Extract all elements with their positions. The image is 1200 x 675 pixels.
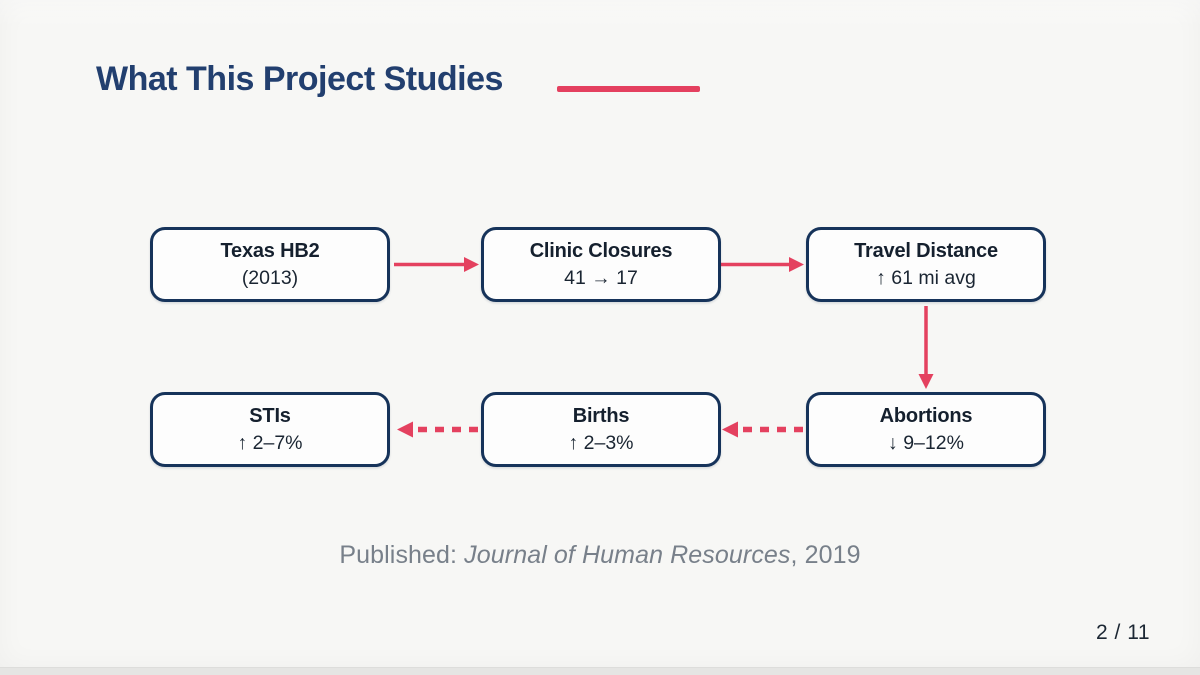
- node-births: Births ↑ 2–3%: [481, 392, 721, 467]
- node-texas-hb2: Texas HB2 (2013): [150, 227, 390, 302]
- publication-note: Published: Journal of Human Resources, 2…: [0, 541, 1200, 570]
- journal-name: Journal of Human Resources: [464, 541, 791, 569]
- title-accent-rule: [557, 86, 700, 92]
- node-title: Births: [572, 404, 630, 427]
- node-title: Texas HB2: [220, 239, 320, 262]
- node-subtitle: (2013): [241, 266, 299, 289]
- slide-bottom-edge: [0, 667, 1200, 675]
- node-clinic-closures: Clinic Closures 41 → 17: [481, 227, 721, 302]
- publication-prefix: Published:: [339, 541, 465, 569]
- node-subtitle: ↑ 2–3%: [568, 431, 634, 454]
- page-indicator: 2 / 11: [1096, 621, 1150, 644]
- node-title: Clinic Closures: [529, 239, 673, 262]
- node-title: Abortions: [879, 404, 973, 427]
- node-subtitle: 41 → 17: [564, 266, 638, 289]
- node-abortions: Abortions ↓ 9–12%: [806, 392, 1046, 467]
- publication-suffix: , 2019: [790, 541, 861, 569]
- node-travel-distance: Travel Distance ↑ 61 mi avg: [806, 227, 1046, 302]
- node-subtitle: ↑ 61 mi avg: [876, 266, 976, 289]
- node-subtitle: ↑ 2–7%: [237, 431, 303, 454]
- node-title: STIs: [249, 404, 291, 427]
- node-subtitle: ↓ 9–12%: [888, 431, 964, 454]
- node-title: Travel Distance: [854, 239, 998, 262]
- slide-title: What This Project Studies: [96, 60, 503, 98]
- node-stis: STIs ↑ 2–7%: [150, 392, 390, 467]
